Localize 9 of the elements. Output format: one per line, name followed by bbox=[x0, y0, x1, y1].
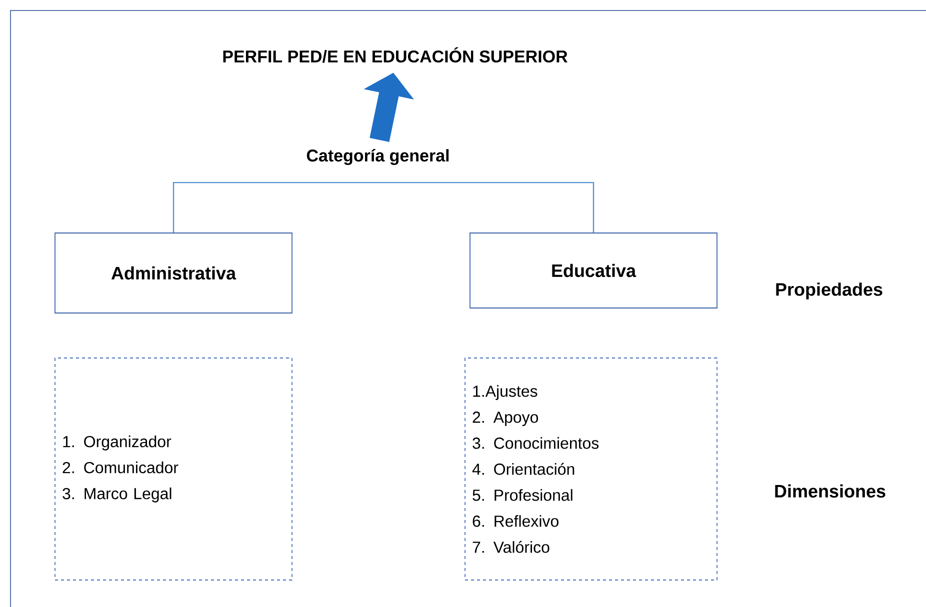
title-text: PERFIL PED/E EN EDUCACIÓN SUPERIOR bbox=[223, 47, 568, 63]
level-label: Propiedades bbox=[776, 282, 882, 300]
property-box: Educativa bbox=[470, 232, 718, 308]
level-label: Dimensiones bbox=[775, 484, 886, 498]
bracket-line bbox=[172, 182, 594, 233]
dimension-list-box: 1.Ajustes 2. Apoyo 3. Conocimientos 4. Orientación 5. Profesional 6. Reflexivo 7. Valórico bbox=[464, 358, 718, 580]
property-box: Administrativa bbox=[54, 232, 292, 314]
category-text: Categoría general bbox=[306, 148, 449, 166]
dimension-list-box: 1. Organizador 2. Comunicador 3. Marco Legal bbox=[54, 358, 292, 580]
